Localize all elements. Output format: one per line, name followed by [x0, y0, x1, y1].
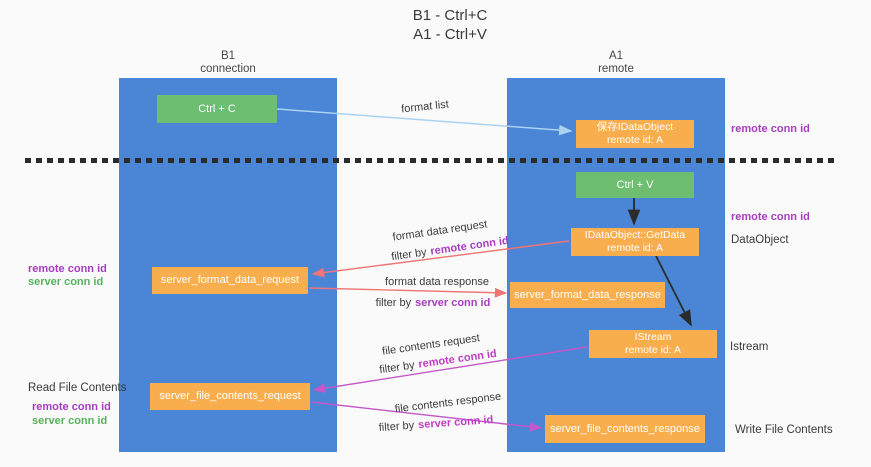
- lane-a1-role: remote: [598, 63, 634, 75]
- server-conn-id-text: server conn id: [415, 297, 491, 309]
- node-ctrl-v: Ctrl + V: [576, 172, 694, 198]
- side-read-file-contents: Read File Contents: [28, 382, 127, 394]
- node-save-idataobject: 保存IDataObject remote id: A: [576, 120, 694, 148]
- arrow-format-data-response: [308, 287, 508, 298]
- side-left-server-conn-id-1: server conn id: [28, 276, 104, 288]
- label-format-list: format list: [400, 98, 450, 116]
- label-format-data-response: format data response: [385, 276, 489, 288]
- server-conn-id-text: server conn id: [417, 414, 494, 432]
- side-write-file-contents: Write File Contents: [735, 424, 833, 436]
- node-server-file-contents-response: server_file_contents_response: [545, 415, 705, 443]
- filter-by-text: filter by: [378, 359, 416, 377]
- node-save-idataobject-line1: 保存IDataObject: [596, 121, 674, 133]
- node-getdata-line2: remote id: A: [606, 242, 664, 254]
- lane-b1-role: connection: [200, 63, 256, 75]
- node-file-response-label: server_file_contents_response: [550, 422, 700, 435]
- node-format-request-label: server_format_data_request: [160, 274, 300, 286]
- title-line-b1: B1 - Ctrl+C: [412, 7, 488, 24]
- node-istream-line2: remote id: A: [624, 344, 682, 356]
- lane-header-b1: B1 connection: [119, 50, 337, 76]
- node-server-format-data-request: server_format_data_request: [152, 267, 308, 294]
- lane-a1-name: A1: [608, 50, 624, 62]
- node-server-format-data-response: server_format_data_response: [510, 282, 665, 308]
- node-ctrl-c-label: Ctrl + C: [198, 102, 236, 115]
- node-server-file-contents-request: server_file_contents_request: [150, 383, 310, 410]
- side-left-remote-conn-id-2: remote conn id: [32, 401, 111, 413]
- side-remote-conn-id-top: remote conn id: [731, 123, 810, 135]
- side-dataobject: DataObject: [731, 234, 789, 246]
- side-left-server-conn-id-2: server conn id: [32, 415, 108, 427]
- node-idataobject-getdata: IDataObject::GetData remote id: A: [571, 228, 699, 256]
- node-istream-line1: IStream: [634, 331, 672, 343]
- node-ctrl-v-label: Ctrl + V: [616, 178, 654, 191]
- node-getdata-line1: IDataObject::GetData: [584, 229, 686, 241]
- dashed-divider-line: [25, 158, 835, 163]
- filter-by-text: filter by: [390, 246, 428, 264]
- label-file-contents-response: file contents response: [394, 390, 502, 416]
- diagram-title: B1 - Ctrl+C A1 - Ctrl+V: [0, 6, 871, 44]
- side-remote-conn-id-mid: remote conn id: [731, 211, 810, 223]
- lane-header-a1: A1 remote: [507, 50, 725, 76]
- node-istream: IStream remote id: A: [589, 330, 717, 358]
- filter-by-text: filter by: [375, 297, 412, 309]
- node-ctrl-c: Ctrl + C: [157, 95, 277, 123]
- filter-by-text: filter by: [378, 419, 415, 434]
- remote-conn-id-text: remote conn id: [429, 234, 510, 258]
- node-file-request-label: server_file_contents_request: [159, 390, 301, 402]
- node-save-idataobject-line2: remote id: A: [606, 134, 664, 146]
- side-istream: Istream: [730, 341, 769, 353]
- side-left-remote-conn-id-1: remote conn id: [28, 263, 107, 275]
- lane-b1-name: B1: [220, 50, 236, 62]
- node-format-response-label: server_format_data_response: [514, 288, 661, 301]
- title-line-a1: A1 - Ctrl+V: [413, 26, 487, 43]
